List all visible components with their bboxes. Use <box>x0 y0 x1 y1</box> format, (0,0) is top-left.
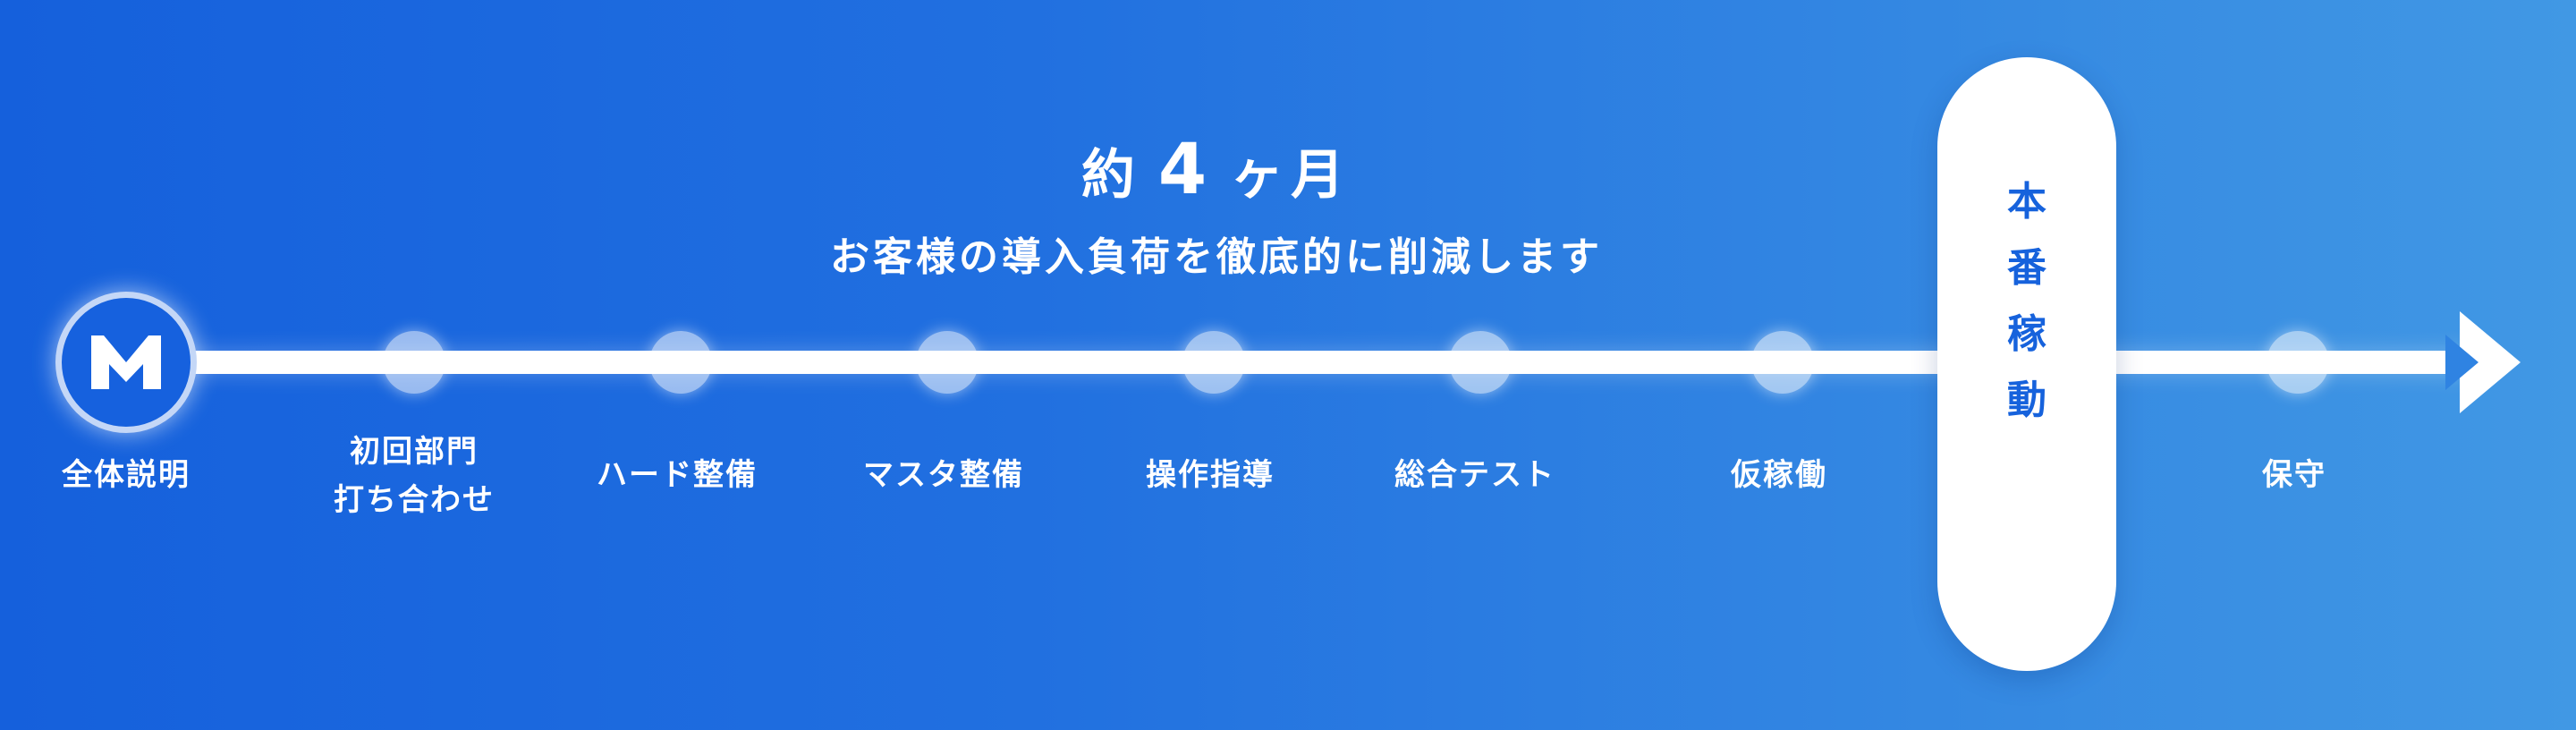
step-label: 保守 <box>2160 451 2428 499</box>
step-label-line: 打ち合わせ <box>334 482 495 518</box>
step-label: 全体説明 <box>0 451 260 499</box>
subtitle: お客様の導入負荷を徹底的に削減します <box>830 234 1603 280</box>
step-label-line: ハード整備 <box>597 457 758 493</box>
period-text: 約 4 ヶ月 <box>1081 134 1352 211</box>
step-label: ハード整備 <box>543 451 811 499</box>
step-label-line: 全体説明 <box>62 457 191 493</box>
timeline-node <box>2267 331 2329 394</box>
period-prefix: 約 <box>1080 144 1142 207</box>
step-label: 操作指導 <box>1076 451 1344 499</box>
step-label-line: 仮稼働 <box>1731 457 1827 493</box>
go-live-char: 番 <box>2007 245 2046 291</box>
m-logo-icon <box>55 292 197 433</box>
timeline-node <box>916 331 979 394</box>
step-label-line: 初回部門 <box>350 434 479 470</box>
step-label: 総合テスト <box>1341 451 1609 499</box>
go-live-char: 稼 <box>2007 311 2046 357</box>
step-label: 初回部門 打ち合わせ <box>280 428 548 524</box>
timeline-node <box>1751 331 1814 394</box>
arrow-head-icon <box>2445 311 2521 413</box>
step-label-line: 操作指導 <box>1146 457 1275 493</box>
go-live-char: 動 <box>2007 378 2046 423</box>
timeline-node <box>1182 331 1245 394</box>
timeline-node <box>1449 331 1512 394</box>
go-live-char: 本 <box>2007 179 2046 225</box>
period-number: 4 <box>1157 130 1215 210</box>
step-label-line: マスタ整備 <box>863 457 1024 493</box>
step-label: 仮稼働 <box>1645 451 1913 499</box>
step-label-line: 保守 <box>2262 457 2326 493</box>
go-live-milestone: 本 番 稼 動 <box>1937 57 2116 671</box>
timeline-line <box>134 351 2487 374</box>
m-logo-shape <box>91 335 161 389</box>
timeline-node <box>649 331 712 394</box>
headline: 約 4 ヶ月 お客様の導入負荷を徹底的に削減します <box>0 134 2504 286</box>
step-label-line: 総合テスト <box>1394 457 1555 493</box>
step-label: マスタ整備 <box>809 451 1078 499</box>
timeline-node <box>383 331 445 394</box>
period-suffix: ヶ月 <box>1230 144 1352 207</box>
go-live-label: 本 番 稼 動 <box>2007 169 2046 434</box>
